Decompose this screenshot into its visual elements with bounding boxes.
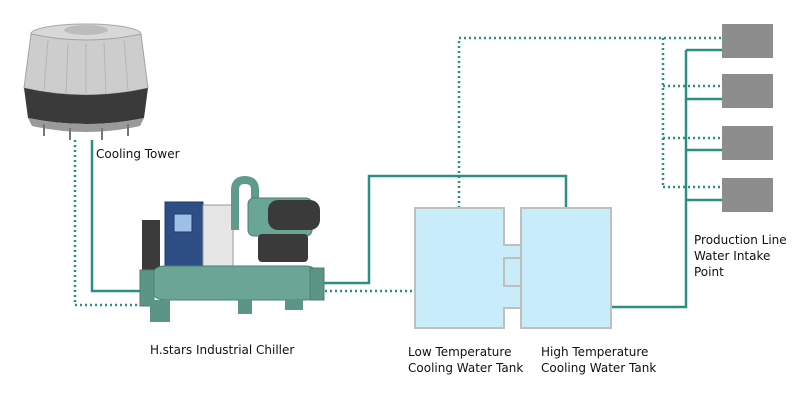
high-tank-label-line-1: High Temperature <box>541 345 649 359</box>
tower-to-chiller-dotted-pipe <box>73 140 148 307</box>
industrial-chiller-image <box>139 175 325 322</box>
production-point-3 <box>722 126 773 160</box>
cooling-tower-label: Cooling Tower <box>96 147 180 161</box>
tank-connector-gap <box>503 257 522 287</box>
low-tank-label-line-2: Cooling Water Tank <box>408 361 524 375</box>
chiller-to-high-tank-solid-pipe <box>320 174 568 285</box>
low-tank-supply-dotted-pipe <box>457 36 722 208</box>
high-tank-label-line-2: Cooling Water Tank <box>541 361 657 375</box>
production-line-label-line-2: Water Intake <box>694 249 771 263</box>
production-line-label-line-3: Point <box>694 265 724 279</box>
production-line-label-line-1: Production Line <box>694 233 787 247</box>
cooling-tower-image <box>23 23 149 140</box>
low-tank-label-line-1: Low Temperature <box>408 345 512 359</box>
production-point-2 <box>722 74 773 108</box>
production-line-label: Production Line Water Intake Point <box>694 232 787 280</box>
return-header-solid-pipe <box>611 50 688 309</box>
low-tank-label: Low Temperature Cooling Water Tank <box>408 344 523 376</box>
high-tank-label: High Temperature Cooling Water Tank <box>541 344 656 376</box>
production-point-4 <box>722 178 773 212</box>
chiller-label: H.stars Industrial Chiller <box>150 343 295 357</box>
tower-to-chiller-solid-pipe <box>90 140 148 293</box>
production-point-1 <box>722 24 773 58</box>
